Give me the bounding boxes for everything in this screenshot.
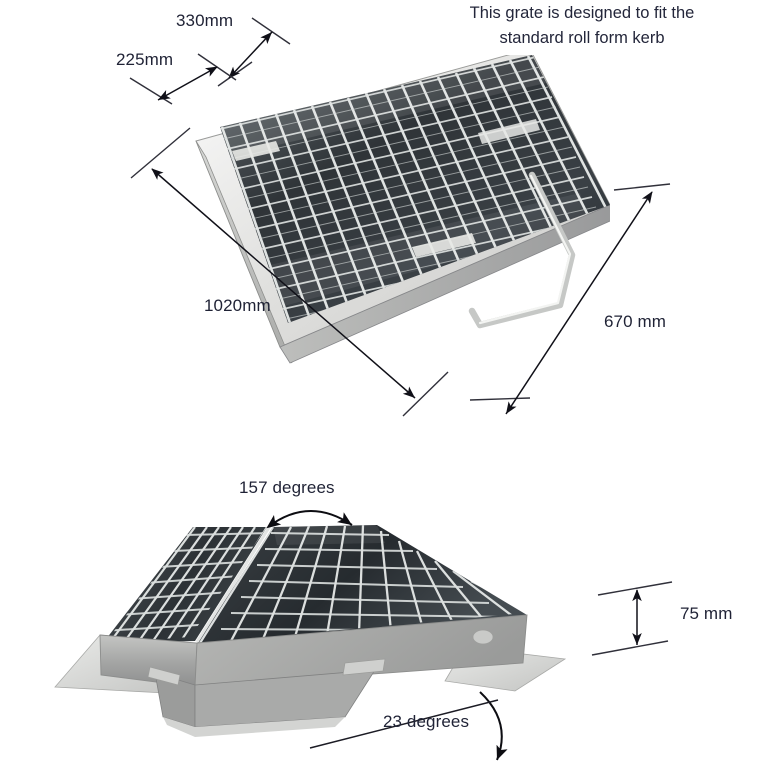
dimension-label-157-degrees: 157 degrees — [239, 478, 335, 497]
lock-bar-insert — [412, 233, 476, 257]
dimension-label-330mm: 330mm — [176, 11, 234, 30]
body-front-right — [194, 614, 528, 688]
lock-bar-insert — [478, 119, 540, 144]
grate-perspective-illustration — [195, 48, 618, 364]
grate-perspective-photo — [180, 48, 618, 425]
dimension-label-225mm: 225mm — [116, 50, 174, 69]
dimension-label-23-degrees: 23 degrees — [383, 712, 470, 731]
dimension-label-670mm: 670 mm — [604, 312, 667, 331]
dimension-label-75mm: 75 mm — [680, 604, 733, 623]
grate-end-photo — [45, 495, 575, 755]
note-line-2: standard roll form kerb — [499, 29, 665, 47]
weld-tab-left — [147, 666, 181, 686]
lock-bar-insert — [232, 141, 280, 161]
dimension-75mm — [591, 581, 673, 656]
grate-end-illustration — [54, 525, 567, 737]
note-line-1: This grate is designed to fit the — [469, 4, 695, 22]
ridge-line — [195, 525, 272, 643]
weld-tab-right — [342, 658, 386, 676]
sump-bottom-edge — [163, 717, 345, 737]
weld-boss — [472, 629, 494, 645]
dimension-label-1020mm: 1020mm — [204, 296, 271, 315]
